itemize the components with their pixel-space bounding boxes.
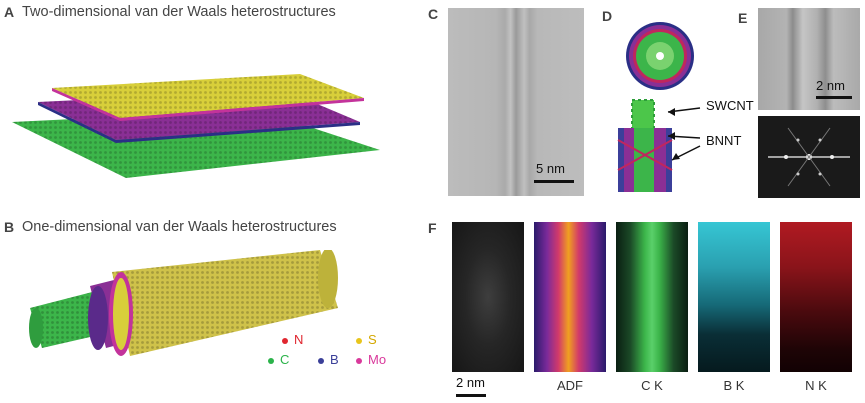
panel-c-letter: C [428, 6, 439, 22]
legend-item-b: B [318, 352, 339, 367]
panel-f-letter: F [428, 220, 437, 236]
legend-item-s: S [356, 332, 377, 347]
s-dot-icon [356, 337, 362, 344]
panel-d-letter: D [602, 8, 613, 24]
mo-dot-icon [356, 357, 362, 364]
panel-f-scale-text: 2 nm [456, 375, 485, 390]
c-dot-icon [268, 357, 274, 364]
adf-map [534, 222, 606, 372]
fft-pattern [768, 127, 850, 187]
adf-label: ADF [557, 378, 583, 393]
n-dot-icon [282, 337, 288, 344]
panel-a-2d-heterostructure [12, 74, 380, 178]
legend-item-n: N [282, 332, 303, 347]
panel-e-letter: E [738, 10, 748, 26]
panel-b-title: One-dimensional van der Waals heterostru… [22, 219, 337, 235]
panel-c-scalebar [534, 180, 574, 183]
panel-d-schematic [617, 22, 701, 192]
haadf-map [452, 222, 524, 397]
b-k-label: B K [723, 378, 745, 393]
panel-e-fft-image [758, 116, 860, 198]
bnnt-label: BNNT [706, 133, 742, 148]
panel-f-scalebar [456, 394, 486, 397]
n-k-map [780, 222, 852, 372]
panel-a-title: Two-dimensional van der Waals heterostru… [22, 4, 336, 20]
panel-c-scale-text: 5 nm [536, 161, 565, 176]
legend-item-c: C [268, 352, 289, 367]
panel-a-letter: A [4, 4, 15, 20]
b-k-map [698, 222, 770, 372]
panel-c-tem-image: 5 nm [448, 8, 584, 196]
c-k-label: C K [641, 378, 663, 393]
panel-e-scalebar [816, 96, 852, 99]
panel-e-tem-image: 2 nm [758, 8, 860, 110]
c-k-map [616, 222, 688, 372]
panel-e-scale-text: 2 nm [816, 78, 845, 93]
panel-b-1d-heterostructure [29, 250, 338, 356]
n-k-label: N K [805, 378, 827, 393]
legend-item-mo: Mo [356, 352, 386, 367]
swcnt-label: SWCNT [706, 98, 754, 113]
b-dot-icon [318, 357, 324, 364]
panel-b-letter: B [4, 219, 15, 235]
